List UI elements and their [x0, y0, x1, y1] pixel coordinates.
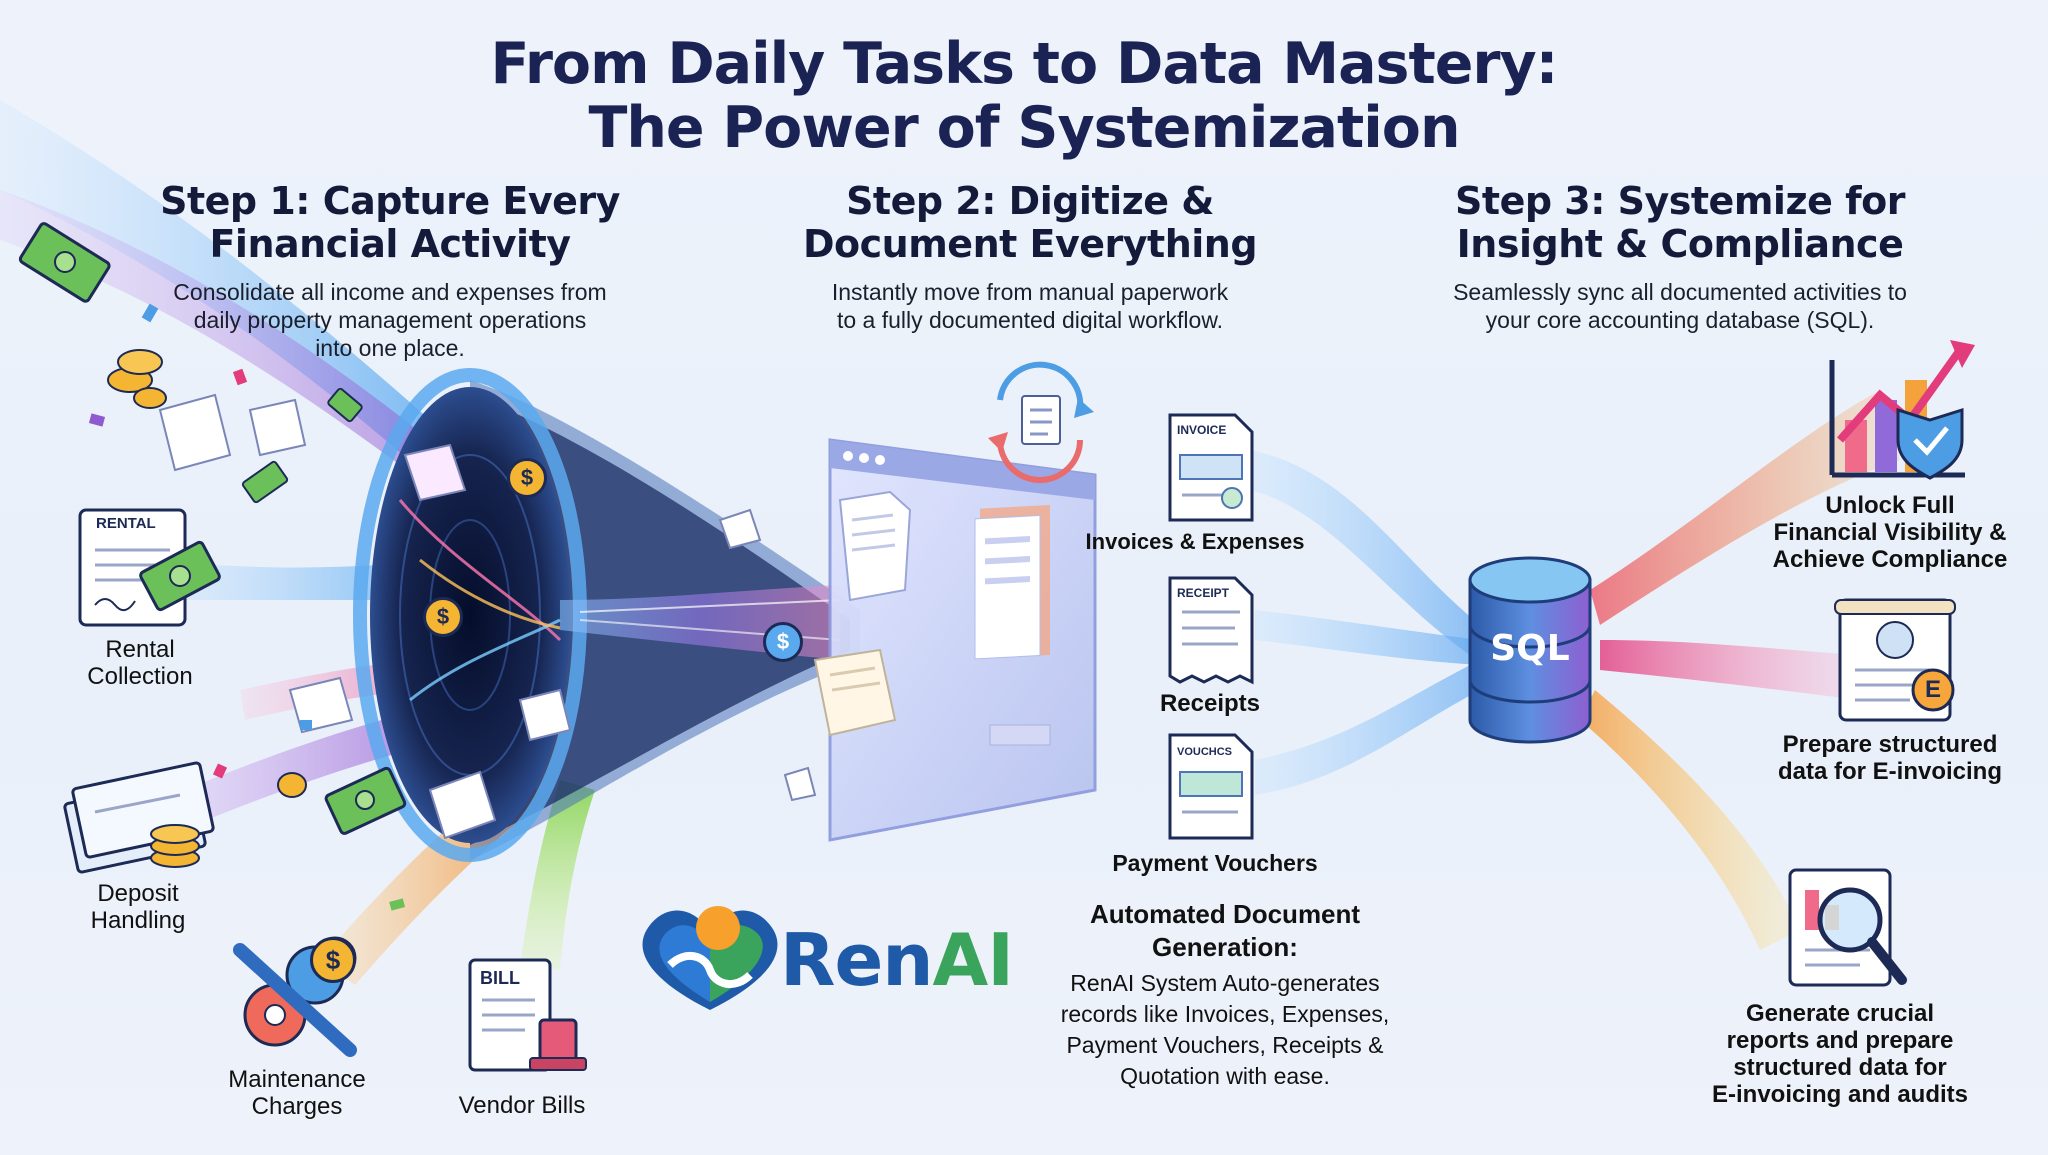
- step-1-header: Step 1: Capture Every Financial Activity…: [150, 180, 630, 362]
- page-title-line1: From Daily Tasks to Data Mastery:: [490, 31, 1559, 97]
- automation-block: Automated Document Generation: RenAI Sys…: [1040, 898, 1410, 1092]
- coin-badge: $: [507, 458, 547, 498]
- vendor-bills-label: Vendor Bills: [458, 1092, 586, 1119]
- flow-invoice: [1250, 450, 1480, 655]
- confetti-piece: [300, 720, 312, 730]
- deposit-cheque-icon: [63, 761, 215, 874]
- confetti-piece: [389, 898, 406, 911]
- step-3-description: Seamlessly sync all documented activitie…: [1453, 279, 1907, 333]
- reports-outcome-label: Generate crucial reports and prepare str…: [1711, 1000, 1969, 1108]
- flow-visibility: [1590, 390, 1900, 625]
- paper-sheet: [718, 508, 762, 550]
- coin-badge: $: [310, 937, 356, 983]
- paper-sheet: [813, 648, 897, 737]
- bill-icon-text: BILL: [480, 968, 520, 988]
- sql-label: SQL: [1490, 628, 1570, 669]
- coin-icon: [277, 772, 307, 798]
- invoices-expenses-label: Invoices & Expenses: [1085, 529, 1305, 554]
- step-3-header: Step 3: Systemize for Insight & Complian…: [1440, 180, 1920, 334]
- renai-logo: RenAI: [630, 890, 1014, 1020]
- invoice-icon-text: INVOICE: [1177, 423, 1227, 437]
- money-bill-icon: [324, 766, 407, 835]
- confetti-piece: [232, 368, 248, 386]
- paper-sheet: [248, 398, 307, 457]
- automation-body: RenAI System Auto-generates records like…: [1060, 970, 1390, 1089]
- receipt-icon-text: RECEIPT: [1177, 586, 1230, 600]
- step-1-title: Step 1: Capture Every Financial Activity: [160, 179, 620, 266]
- money-bill-icon: [241, 460, 289, 504]
- voucher-icon-text: VOUCHCS: [1177, 746, 1233, 758]
- visibility-outcome-label: Unlock Full Financial Visibility & Achie…: [1772, 492, 2008, 573]
- flow-voucher: [1255, 660, 1490, 795]
- step-3-title: Step 3: Systemize for Insight & Complian…: [1455, 179, 1905, 266]
- paper-sheet: [403, 443, 467, 502]
- receipt-doc-icon: [1168, 576, 1254, 685]
- voucher-doc-icon: [1168, 733, 1254, 840]
- step-2-title: Step 2: Digitize & Document Everything: [802, 179, 1258, 266]
- maintenance-charges-label: Maintenance Charges: [228, 1066, 366, 1120]
- report-magnifier-icon: [1788, 868, 1907, 987]
- renai-logo-mark: [642, 906, 778, 1010]
- automation-title: Automated Document Generation:: [1089, 899, 1361, 962]
- coin-stack-icon: [107, 349, 167, 409]
- stream-vendor: [520, 780, 595, 970]
- sync-icon: [988, 361, 1094, 483]
- rental-icon-text: RENTAL: [96, 515, 156, 532]
- einvoice-outcome-label: Prepare structured data for E-invoicing: [1777, 731, 2002, 785]
- paper-sheet: [428, 770, 497, 840]
- confetti-piece: [88, 413, 106, 427]
- step-1-description: Consolidate all income and expenses from…: [173, 279, 607, 361]
- rental-collection-label: Rental Collection: [87, 636, 193, 690]
- deposit-handling-label: Deposit Handling: [90, 880, 186, 934]
- money-bill-icon: [327, 387, 363, 423]
- step-2-header: Step 2: Digitize & Document Everything I…: [790, 180, 1270, 334]
- confetti-piece: [141, 303, 159, 323]
- flow-receipt: [1255, 610, 1480, 665]
- bill-stamp-icon: [468, 958, 587, 1072]
- paper-sheet: [158, 393, 232, 472]
- paper-sheet: [783, 766, 817, 802]
- invoice-doc-icon: [1168, 413, 1254, 522]
- flow-einvoice: [1600, 640, 1860, 700]
- sql-database-icon: [1468, 556, 1592, 744]
- renai-logo-text: RenAI: [780, 918, 1014, 1002]
- flow-reports: [1580, 690, 1800, 950]
- paper-sheet: [288, 676, 354, 734]
- receipts-label: Receipts: [1159, 690, 1261, 717]
- e-invoice-document-icon: [1834, 598, 1956, 722]
- coin-badge: $: [423, 597, 463, 637]
- paper-sheet: [518, 688, 572, 742]
- payment-vouchers-label: Payment Vouchers: [1112, 850, 1318, 876]
- growth-chart-icon: [1829, 340, 1975, 480]
- page-title: From Daily Tasks to Data Mastery: The Po…: [0, 32, 2048, 160]
- rental-scroll-icon: [78, 508, 221, 627]
- page-title-line2: The Power of Systemization: [588, 95, 1460, 161]
- coin-badge: $: [763, 622, 803, 662]
- confetti-piece: [212, 763, 228, 779]
- einvoice-icon-text: E: [1924, 676, 1941, 703]
- step-2-description: Instantly move from manual paperwork to …: [831, 279, 1229, 333]
- money-bill-icon: [18, 222, 111, 303]
